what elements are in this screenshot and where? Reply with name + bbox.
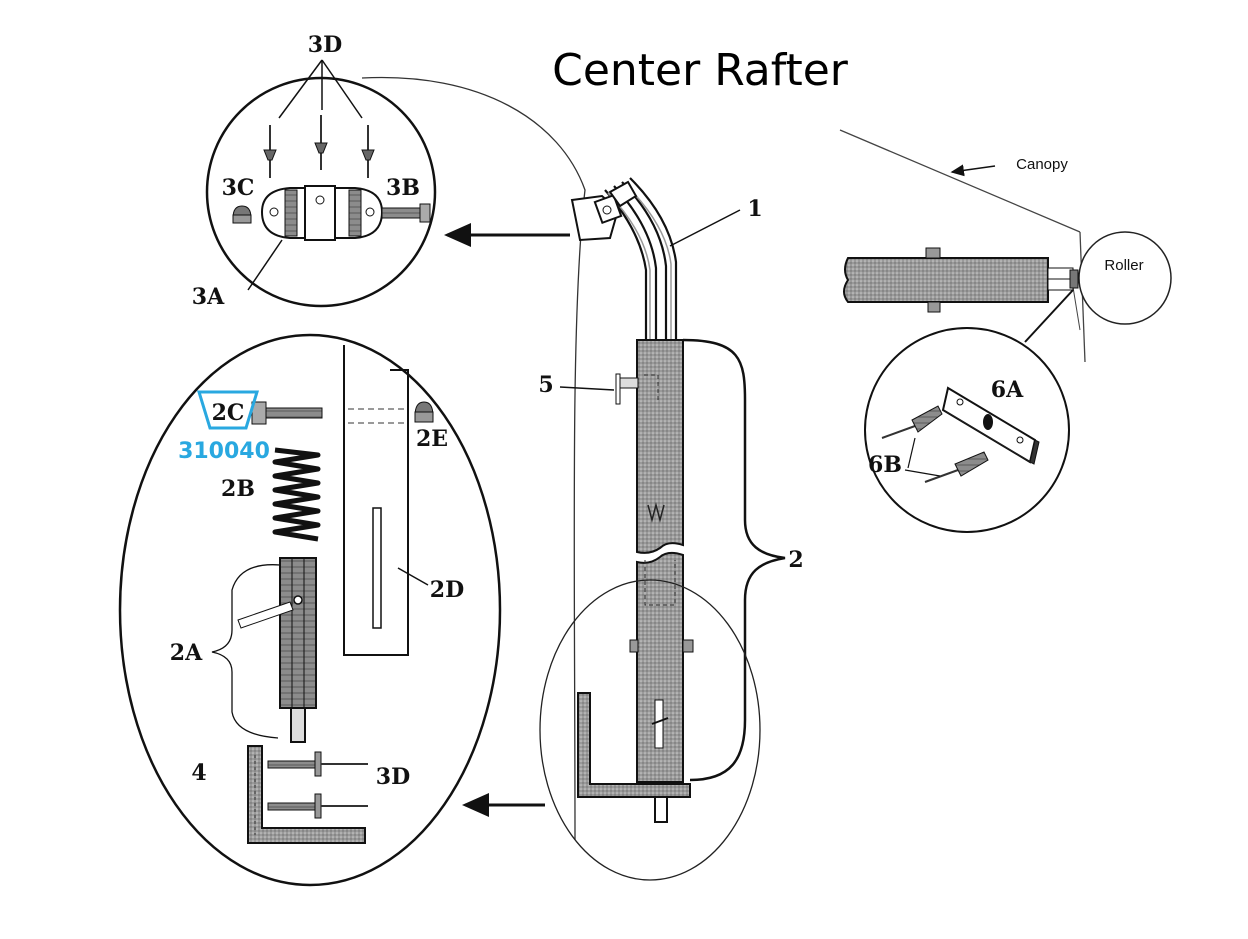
label-2c: 2C	[212, 400, 245, 426]
label-2a: 2A	[170, 640, 203, 666]
rivet-icon	[314, 115, 328, 170]
connector-curve	[361, 76, 586, 841]
page-title: Center Rafter	[552, 45, 849, 96]
nut-icon	[629, 639, 639, 653]
plate-part-6a	[941, 386, 1040, 465]
nut-icon	[682, 639, 694, 653]
rivet-icon	[924, 451, 989, 483]
pin-part-5	[559, 373, 639, 405]
part-number-2c: 310040	[178, 439, 270, 464]
roller-circle	[1078, 231, 1172, 325]
rafter-assembly	[559, 177, 694, 823]
lower-detail-circle	[539, 579, 761, 881]
rivet-icon	[361, 125, 375, 178]
bracket-detail-circle	[205, 59, 437, 308]
foot-bracket	[577, 692, 691, 823]
label-5: 5	[538, 372, 553, 398]
bracket-plate	[260, 185, 384, 241]
label-2d: 2D	[430, 577, 464, 603]
label-roller: Roller	[1104, 257, 1143, 274]
roller-detail-circle	[864, 327, 1070, 533]
label-3a: 3A	[192, 284, 225, 310]
spring-icon	[272, 447, 321, 542]
bolt-icon	[381, 203, 431, 223]
rivet-icon	[267, 793, 368, 819]
rafter-upper-tube	[636, 339, 684, 554]
rafter-top-bracket	[570, 180, 638, 242]
label-2e: 2E	[416, 426, 448, 452]
part-highlight-box	[196, 390, 260, 430]
label-1: 1	[747, 196, 762, 222]
nut-icon	[414, 401, 434, 423]
label-3d-top: 3D	[308, 32, 342, 58]
label-3d-bottom: 3D	[376, 764, 410, 790]
label-6a: 6A	[991, 377, 1024, 403]
roller-assembly	[839, 129, 1172, 363]
spring-detail-oval	[118, 333, 502, 887]
rivet-icon	[267, 751, 368, 777]
label-6b: 6B	[868, 452, 902, 478]
rafter-bar	[843, 247, 1079, 313]
nut-icon	[232, 205, 252, 224]
canopy-arrow	[950, 164, 996, 177]
rafter-lower-tube	[636, 551, 684, 783]
plunger-part-2a	[211, 557, 317, 743]
label-3c: 3C	[222, 175, 255, 201]
rivet-icon	[881, 405, 943, 439]
label-2b: 2B	[221, 476, 255, 502]
channel-part-2d	[343, 345, 429, 656]
label-2: 2	[788, 547, 803, 573]
label-canopy: Canopy	[1016, 156, 1068, 173]
l-bracket-part-4	[247, 745, 366, 844]
rivet-icon	[263, 125, 277, 178]
label-4: 4	[191, 760, 206, 786]
label-3b: 3B	[386, 175, 420, 201]
bolt-icon	[251, 401, 323, 425]
brace-part-2	[682, 338, 786, 782]
